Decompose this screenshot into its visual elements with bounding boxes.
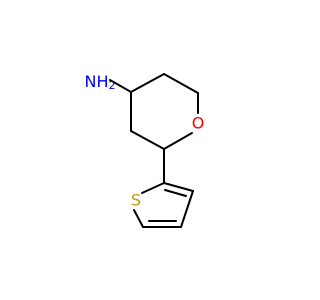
bond-c4-n bbox=[109, 79, 132, 93]
oxygen-label: O bbox=[192, 114, 205, 133]
bond-s-tc5 bbox=[133, 209, 144, 228]
bond-tc4-tc3 bbox=[180, 190, 194, 228]
bond-o-c6 bbox=[163, 132, 193, 150]
bond-tc3-tc2 bbox=[163, 182, 194, 192]
thiophene-ring bbox=[133, 182, 194, 228]
amine-hydrogen: H bbox=[96, 72, 108, 91]
amine-label: NH2 bbox=[85, 72, 116, 93]
bond-c3-c2 bbox=[163, 73, 199, 94]
bond-c4-c3 bbox=[130, 73, 165, 93]
bond-tc2-s bbox=[141, 182, 165, 194]
bond-c6-c5 bbox=[130, 130, 165, 150]
amine-subscript: 2 bbox=[109, 79, 116, 92]
structure-diagram: NH2 O S bbox=[85, 72, 205, 228]
nitrogen-symbol: N bbox=[85, 72, 97, 91]
sulfur-label: S bbox=[131, 191, 141, 210]
molecule-canvas: NH2 O S bbox=[84, 71, 205, 228]
bond-tc3-tc2-inner bbox=[164, 189, 187, 197]
oxane-ring bbox=[130, 73, 199, 150]
